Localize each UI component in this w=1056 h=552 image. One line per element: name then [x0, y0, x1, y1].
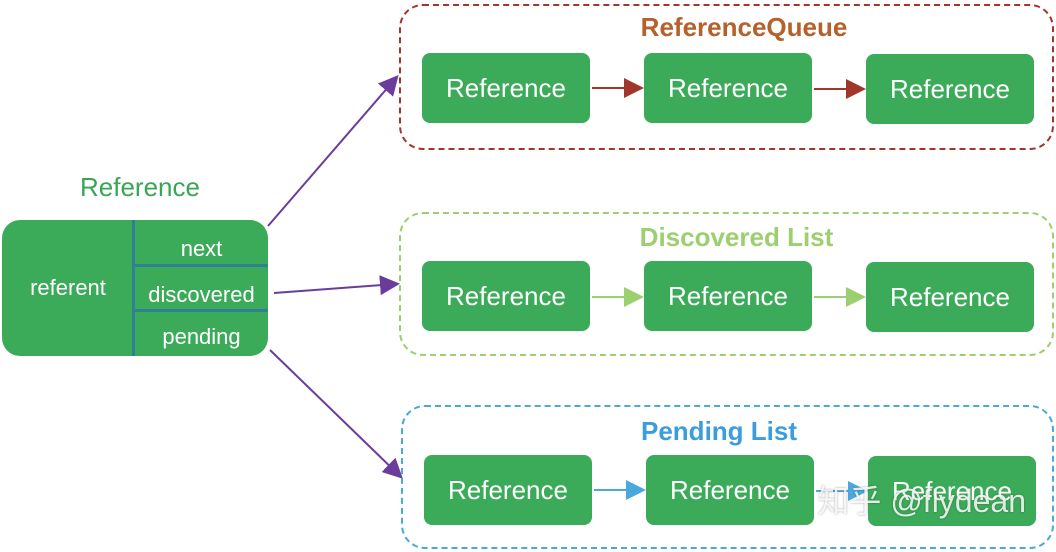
pending-list-title: Pending List — [641, 416, 797, 446]
discovered-reference-2: Reference — [644, 261, 812, 331]
discovered-pointer-arrow — [273, 275, 400, 296]
watermark: 知乎 @flydean — [817, 483, 1026, 519]
pending-pointer-arrow — [269, 349, 403, 479]
pending-field: pending — [162, 324, 241, 349]
reference-object-box — [2, 220, 268, 356]
pending-list-group — [401, 405, 1054, 549]
reference-queue-group — [399, 4, 1054, 150]
pending-reference-2: Reference — [646, 455, 814, 525]
pending-reference-1: Reference — [424, 455, 592, 525]
field-divider-2 — [134, 309, 268, 312]
discovered-reference-1: Reference — [422, 261, 590, 331]
queue-reference-3: Reference — [866, 54, 1034, 124]
next-pointer-arrow — [267, 74, 399, 227]
discovered-list-group — [399, 212, 1054, 356]
discovered-list-title: Discovered List — [639, 222, 834, 252]
next-field: next — [180, 236, 223, 261]
discovered-reference-3: Reference — [866, 262, 1034, 332]
queue-reference-2: Reference — [644, 53, 812, 123]
field-divider-1 — [134, 264, 268, 267]
reference-object-title: Reference — [80, 172, 200, 202]
reference-queue-title: ReferenceQueue — [640, 12, 848, 42]
queue-reference-1: Reference — [422, 53, 590, 123]
pending-reference-3: Reference — [868, 456, 1036, 526]
discovered-field: discovered — [148, 282, 255, 307]
field-divider-vertical — [132, 220, 135, 356]
referent-field: referent — [30, 275, 106, 300]
